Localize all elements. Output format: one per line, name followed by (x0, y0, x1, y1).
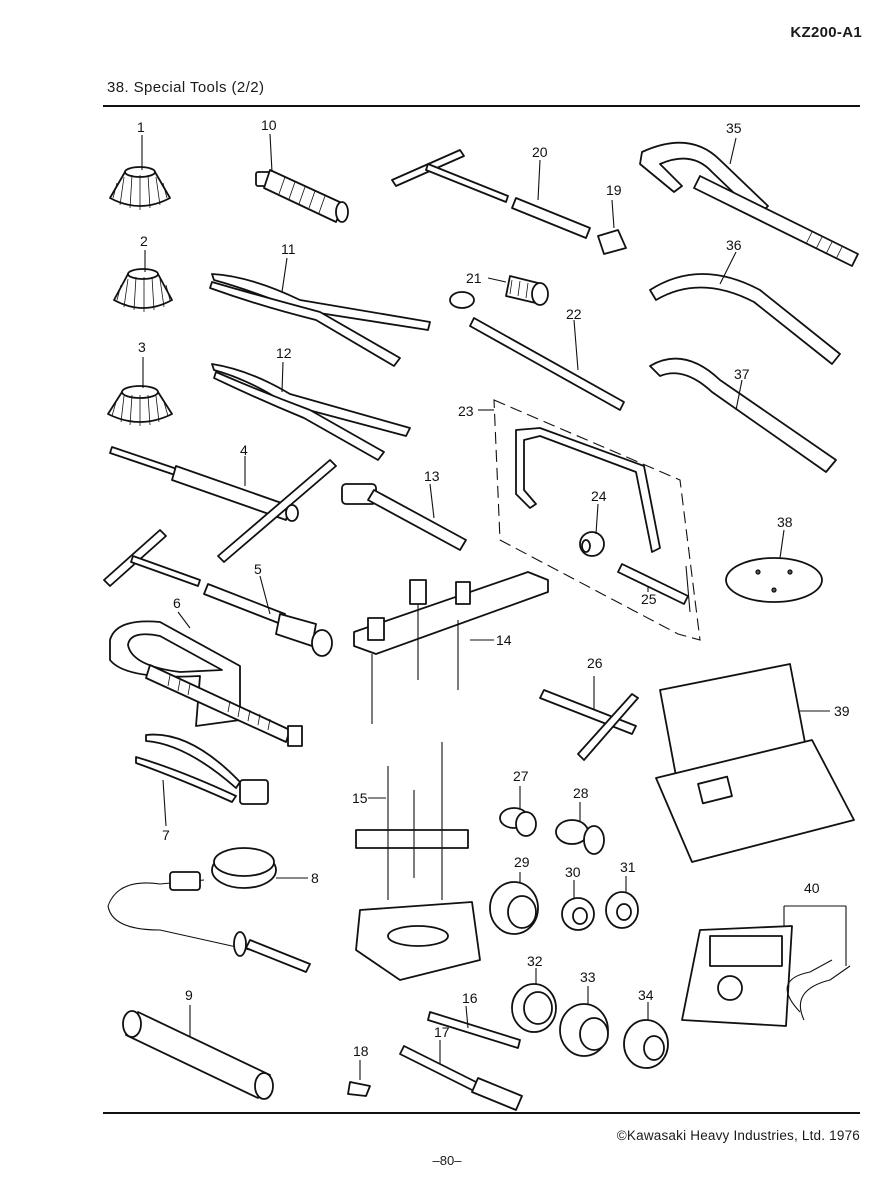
callout-20: 20 (532, 144, 548, 160)
tool-17-driver (399, 1040, 523, 1111)
model-code: KZ200-A1 (790, 24, 862, 41)
tool-3-bearing-cone (107, 357, 173, 426)
tool-20-t-handle-extension (391, 149, 591, 239)
tool-34-bushing (623, 1002, 669, 1069)
tool-16-awl (427, 1005, 521, 1049)
tool-5-t-handle-socket (103, 529, 333, 657)
callout-3: 3 (138, 339, 146, 355)
callout-22: 22 (566, 306, 582, 322)
tool-29-bushing (489, 872, 539, 935)
callout-1: 1 (137, 119, 145, 135)
tool-4-t-handle-driver (109, 446, 337, 563)
tool-38-plate (725, 529, 823, 603)
callout-40: 40 (804, 880, 820, 896)
tool-23-frame-set (478, 399, 701, 641)
callout-30: 30 (565, 864, 581, 880)
callout-16: 16 (462, 990, 478, 1006)
header-rule (103, 105, 860, 107)
tool-12-snap-ring-pliers (211, 361, 411, 461)
tool-31-bushing (605, 876, 639, 929)
tool-24-collar (579, 503, 605, 557)
callout-8: 8 (311, 870, 319, 886)
tool-39-tester-case (655, 663, 855, 863)
callout-12: 12 (276, 345, 292, 361)
tool-8-pressure-gauge (107, 847, 311, 973)
tool-15-bearing-puller (355, 742, 481, 981)
tool-18-pin (347, 1060, 371, 1097)
page-number: –80– (432, 1153, 462, 1168)
callout-23: 23 (458, 403, 474, 419)
tool-40-multimeter (681, 905, 851, 1027)
callout-10: 10 (261, 117, 277, 133)
callout-17: 17 (434, 1024, 450, 1040)
tool-26-t-wrench (539, 676, 639, 761)
callout-38: 38 (777, 514, 793, 530)
tool-28-bushing (555, 802, 605, 855)
callout-31: 31 (620, 859, 636, 875)
callout-5: 5 (254, 561, 262, 577)
callout-32: 32 (527, 953, 543, 969)
callout-29: 29 (514, 854, 530, 870)
callout-27: 27 (513, 768, 529, 784)
callout-13: 13 (424, 468, 440, 484)
tool-14-puller (353, 571, 549, 724)
tool-33-bushing (559, 986, 609, 1057)
callout-2: 2 (140, 233, 148, 249)
tool-9-tube (122, 1005, 274, 1100)
tool-21-adapter (487, 275, 549, 306)
callout-21: 21 (466, 270, 482, 286)
tool-10-knurled-adapter (255, 133, 349, 223)
tool-22-valve-tool (449, 291, 625, 411)
page-title: 38. Special Tools (2/2) (107, 79, 265, 96)
callout-25: 25 (641, 591, 657, 607)
tool-30-bushing (561, 880, 595, 931)
callout-9: 9 (185, 987, 193, 1003)
tool-25-threaded-rod (617, 563, 691, 613)
callout-4: 4 (240, 442, 248, 458)
callout-11: 11 (281, 241, 296, 257)
callout-19: 19 (606, 182, 622, 198)
callout-7: 7 (162, 827, 170, 843)
callout-33: 33 (580, 969, 596, 985)
callout-15: 15 (352, 790, 368, 806)
callout-18: 18 (353, 1043, 369, 1059)
tool-27-bushing (499, 786, 537, 837)
tool-2-bearing-cone (113, 250, 173, 312)
tool-36-hook-spanner (649, 251, 841, 365)
copyright-notice: ©Kawasaki Heavy Industries, Ltd. 1976 (616, 1128, 860, 1143)
callout-28: 28 (573, 785, 589, 801)
callout-34: 34 (638, 987, 654, 1003)
callout-35: 35 (726, 120, 742, 136)
callout-37: 37 (734, 366, 750, 382)
footer-rule (103, 1112, 860, 1114)
tool-7-pliers (135, 733, 269, 827)
tool-37-hook-spanner (649, 357, 837, 473)
tool-6-compressor (109, 611, 303, 747)
callout-26: 26 (587, 655, 603, 671)
callout-14: 14 (496, 632, 512, 648)
callout-24: 24 (591, 488, 607, 504)
callout-labels: 1 2 3 4 5 6 7 8 9 10 11 12 13 14 15 16 1… (137, 117, 850, 1059)
callout-6: 6 (173, 595, 181, 611)
tool-11-snap-ring-pliers (209, 257, 431, 367)
tool-32-bushing (511, 968, 557, 1033)
callout-39: 39 (834, 703, 850, 719)
callout-36: 36 (726, 237, 742, 253)
tool-19-socket (597, 199, 627, 255)
tool-1-bearing-cone (109, 135, 171, 210)
tool-35-c-clamp (639, 137, 859, 267)
tool-13-driver-shaft (341, 483, 467, 551)
